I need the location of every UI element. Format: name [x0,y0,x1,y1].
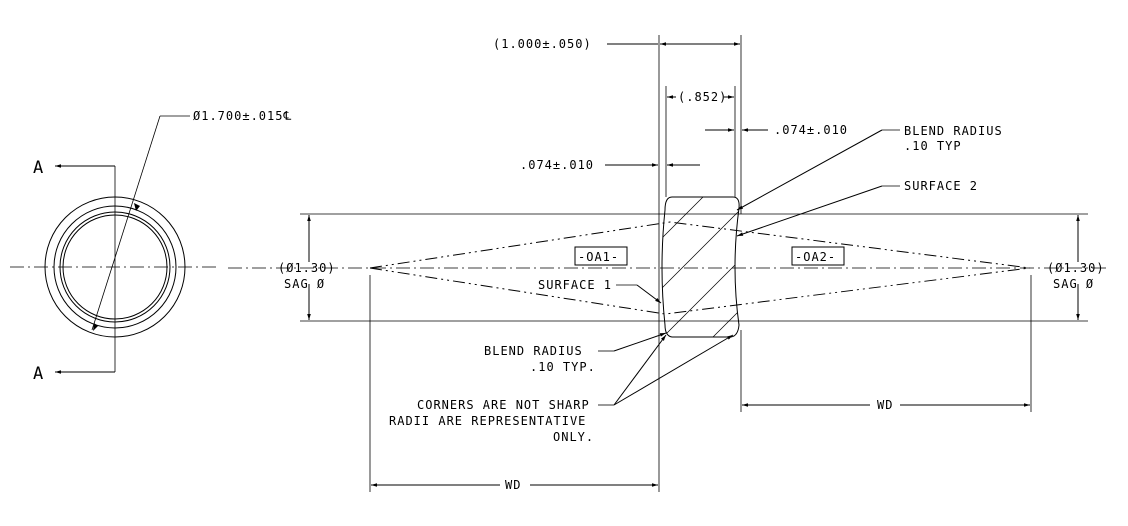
surface-1-label: SURFACE 1 [538,278,612,292]
oa2-box [791,246,845,266]
surface-1-leader [636,284,662,304]
blend-radius-right-line2: .10 TYP [904,139,962,153]
sag-right-line1: (Ø1.30) [1047,261,1105,275]
cone-top [369,221,1031,269]
section-label-top: A [33,158,44,178]
oa2-label: -OA2- [795,250,836,264]
blend-radius-left-line2: .10 TYP. [530,360,596,374]
sag-left-line2: SAG Ø [284,277,325,291]
blend-radius-right-line1: BLEND RADIUS [904,124,1003,138]
main-view: (1.000±.050) (.852) .074±.010 .074±.010 … [228,35,1110,492]
oa1-label: -OA1- [578,250,619,264]
blend-right-dim: .074±.010 [774,123,848,137]
blend-radius-left-leader [613,332,667,352]
blend-radius-left-line1: BLEND RADIUS [484,344,583,358]
corners-note-line1: CORNERS ARE NOT SHARP [417,398,590,412]
wd-left-label: WD [505,478,521,492]
corners-leader-1 [613,334,667,406]
blend-left-dim: .074±.010 [520,158,594,172]
diameter-leader [91,115,161,331]
corners-note-line3: ONLY. [553,430,594,444]
lens-body [661,196,740,338]
section-view: A A Ø1.700±.015℄ [10,109,292,384]
corners-leader-2 [613,334,734,406]
cone-bottom [369,267,1031,315]
lens-hatching [662,197,740,337]
blend-radius-right-leader [736,129,883,211]
surface-2-leader [736,185,883,237]
sag-right-line2: SAG Ø [1053,277,1094,291]
overall-thickness: (1.000±.050) [493,37,592,51]
diameter-callout: Ø1.700±.015℄ [193,109,292,123]
edge-thickness: (.852) [678,90,727,104]
oa1-box [574,246,628,266]
surface-2-label: SURFACE 2 [904,179,978,193]
section-label-bottom: A [33,364,44,384]
sag-left-line1: (Ø1.30) [278,261,336,275]
corners-note-line2: RADII ARE REPRESENTATIVE [389,414,586,428]
wd-right-label: WD [877,398,893,412]
